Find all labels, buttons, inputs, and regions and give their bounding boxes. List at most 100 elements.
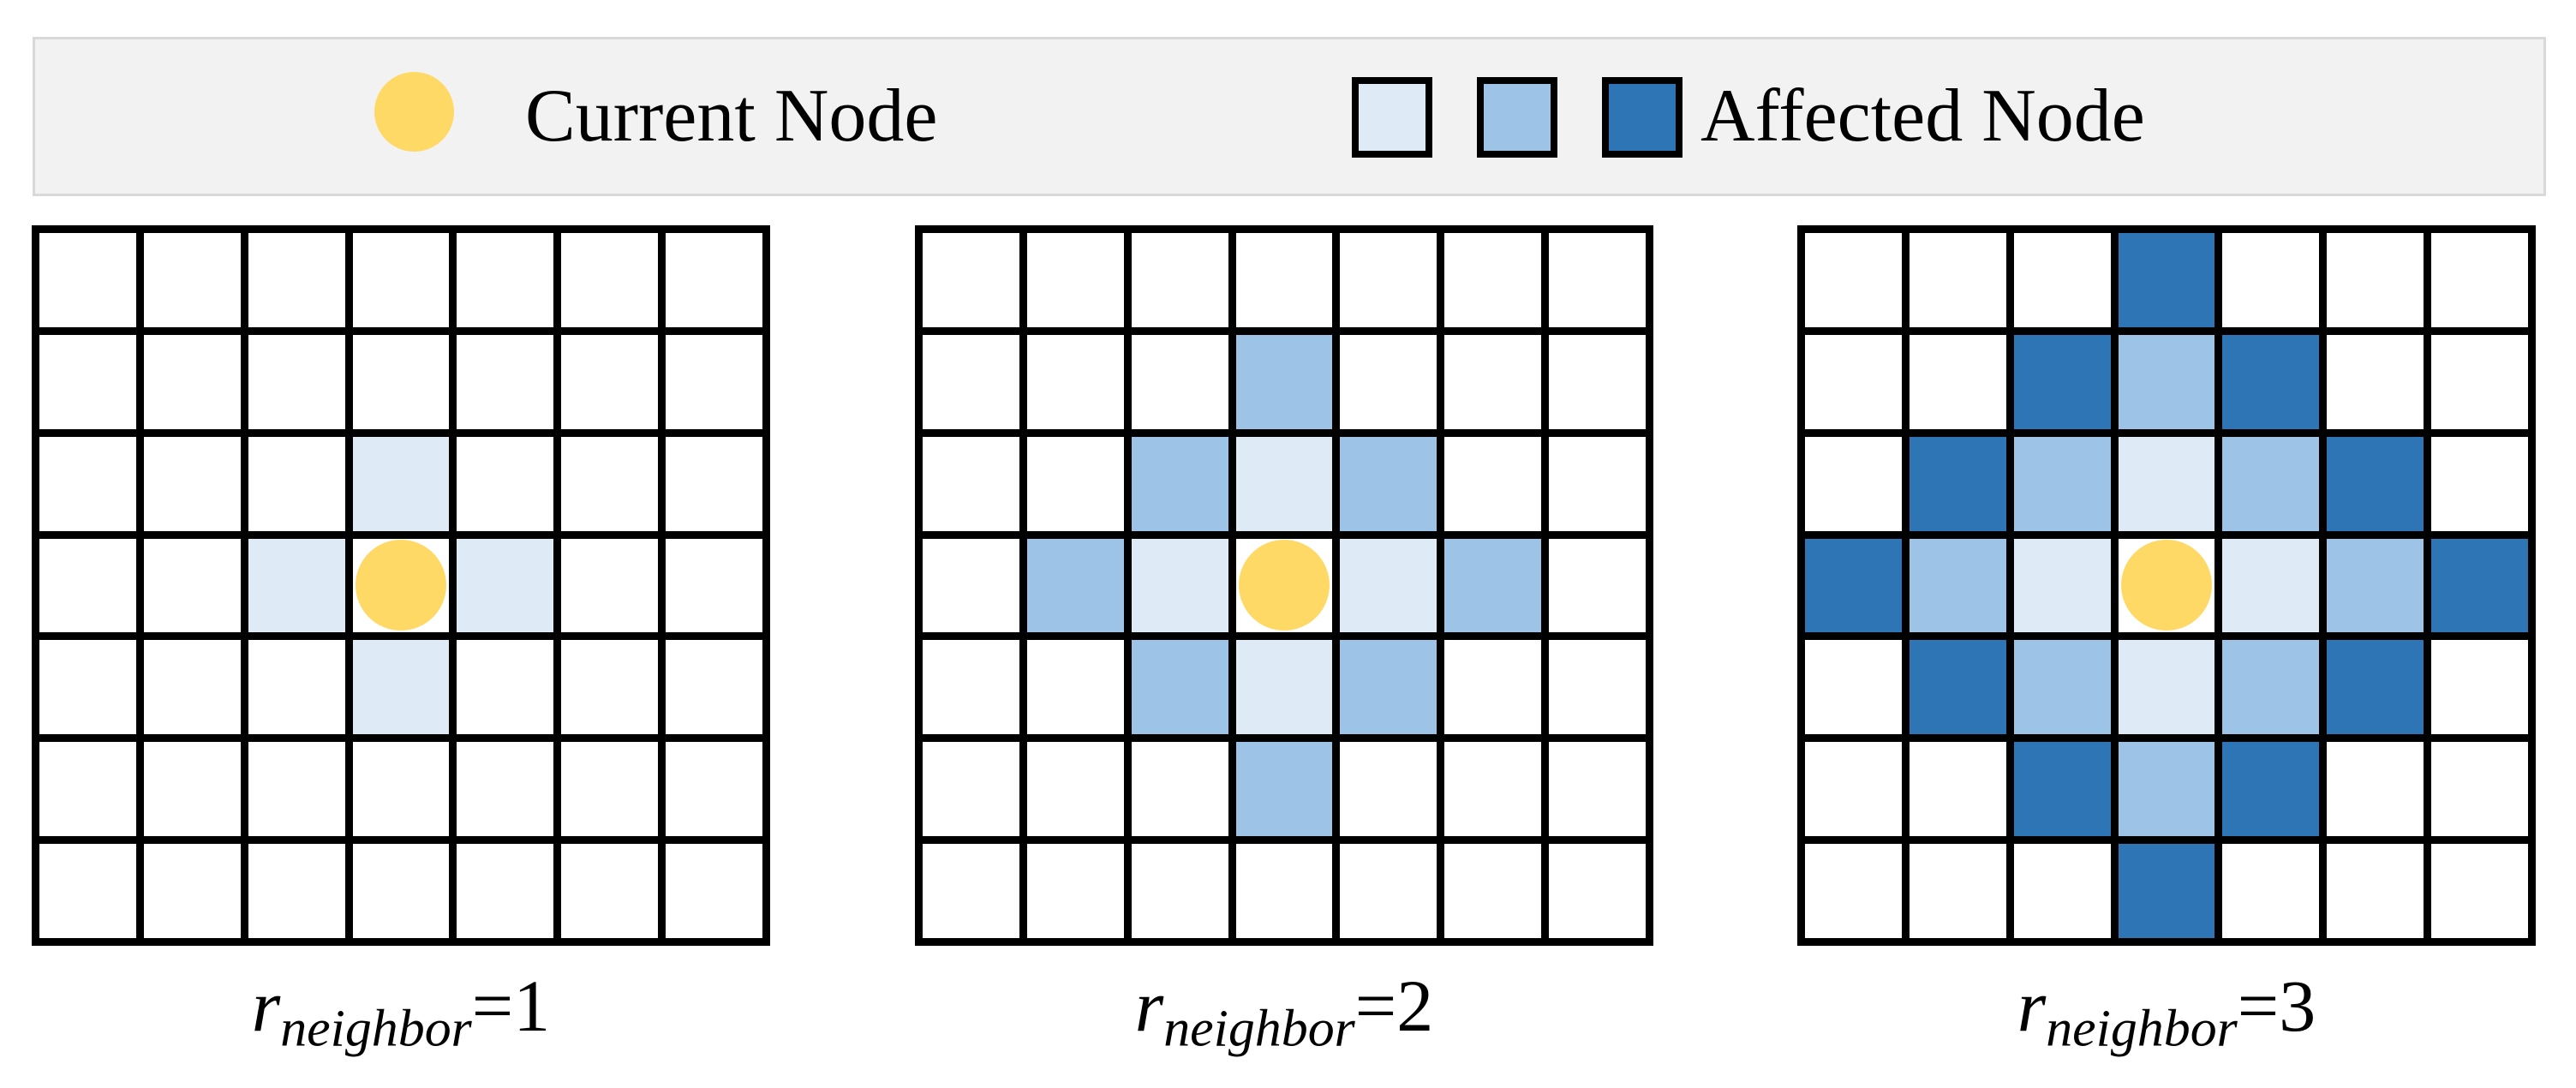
grid-cell — [2013, 436, 2111, 531]
grid-cell — [143, 844, 241, 938]
grid-cell — [2118, 334, 2215, 429]
grid-r-neighbor-3 — [1797, 225, 2536, 946]
grid-cell — [2222, 538, 2320, 633]
current-node-label: Current Node — [525, 75, 938, 158]
grid-cell — [1131, 640, 1228, 735]
grid-cell — [248, 334, 345, 429]
grid-cell — [2013, 334, 2111, 429]
grid-cell — [1026, 233, 1124, 327]
grid-cell — [2327, 334, 2424, 429]
grid-cell — [1805, 538, 1902, 633]
grid-cell — [2222, 436, 2320, 531]
grid-cell — [457, 233, 554, 327]
grid-cell — [143, 742, 241, 837]
grid-cell — [1549, 436, 1646, 531]
grid-cell — [1444, 334, 1542, 429]
grid-cell — [143, 640, 241, 735]
grid-r-neighbor-1 — [32, 225, 770, 946]
grid-cell — [2327, 538, 2424, 633]
grid-cell — [2327, 844, 2424, 938]
grid-cell — [143, 538, 241, 633]
grid-cell — [457, 538, 554, 633]
label-symbol: r — [2017, 965, 2047, 1047]
grid-cell — [1026, 436, 1124, 531]
current-node-circle — [2120, 540, 2212, 631]
grid-cell — [248, 233, 345, 327]
grid-cell — [248, 538, 345, 633]
grid-cell — [1340, 233, 1437, 327]
grid-cell — [923, 844, 1019, 938]
grid-cell — [1909, 233, 2006, 327]
label-subscript: neighbor — [1163, 999, 1355, 1058]
grid-cell — [1909, 640, 2006, 735]
grid-cell — [2222, 640, 2320, 735]
grid-cell — [1026, 538, 1124, 633]
label-value: =2 — [1354, 965, 1434, 1047]
grid-cell — [1549, 742, 1646, 837]
grid-cell — [666, 742, 762, 837]
affected-swatch-light — [1352, 77, 1432, 158]
grid-r-neighbor-2 — [915, 225, 1653, 946]
affected-swatch-medium — [1477, 77, 1557, 158]
grid-cell — [1444, 538, 1542, 633]
grid-cell — [1340, 436, 1437, 531]
grid-cell — [1549, 538, 1646, 633]
label-subscript: neighbor — [2046, 999, 2238, 1058]
grid-cell — [1549, 640, 1646, 735]
grid-cell — [1549, 334, 1646, 429]
grid-cell — [2431, 844, 2528, 938]
grid-cell — [1026, 334, 1124, 429]
panel-label-r3: rneighbor=3 — [1797, 963, 2536, 1055]
current-node-circle — [1238, 540, 1330, 631]
grid-cell — [2222, 844, 2320, 938]
grid-cell — [1340, 334, 1437, 429]
grid-cell — [143, 436, 241, 531]
grid-cell — [1444, 436, 1542, 531]
grid-cell — [1444, 640, 1542, 735]
grid-cell — [1340, 844, 1437, 938]
grid-cell — [666, 334, 762, 429]
legend-bar: Current Node Affected Node — [33, 37, 2546, 196]
grid-cell — [457, 334, 554, 429]
grid-cell — [2013, 538, 2111, 633]
grid-cell — [2118, 538, 2215, 633]
grid-cell — [1549, 844, 1646, 938]
grid-cell — [2222, 233, 2320, 327]
grid-cell — [352, 538, 450, 633]
grid-cell — [2013, 640, 2111, 735]
grid-cell — [143, 334, 241, 429]
affected-node-label: Affected Node — [1700, 75, 2145, 158]
grid-cell — [39, 538, 136, 633]
grid-cell — [1805, 334, 1902, 429]
grid-cell — [561, 742, 659, 837]
grid-cell — [1805, 436, 1902, 531]
grid-cell — [1444, 233, 1542, 327]
grid-cell — [2431, 538, 2528, 633]
grid-cell — [352, 436, 450, 531]
grid-cell — [2431, 233, 2528, 327]
grid-cell — [923, 436, 1019, 531]
grid-cell — [352, 640, 450, 735]
grid-cell — [1131, 233, 1228, 327]
grid-cell — [1235, 334, 1333, 429]
grid-cell — [1549, 233, 1646, 327]
grid-cell — [2013, 844, 2111, 938]
label-symbol: r — [1134, 965, 1164, 1047]
grid-cell — [561, 334, 659, 429]
current-node-marker — [374, 72, 454, 152]
grid-cell — [923, 233, 1019, 327]
grid-cell — [2327, 640, 2424, 735]
grid-cell — [1131, 742, 1228, 837]
grid-cell — [457, 742, 554, 837]
grid-cell — [2222, 334, 2320, 429]
grid-cell — [1131, 538, 1228, 633]
grid-cell — [561, 233, 659, 327]
affected-swatch-dark — [1602, 77, 1682, 158]
grid-cell — [2431, 334, 2528, 429]
grid-cell — [39, 640, 136, 735]
grid-cell — [923, 538, 1019, 633]
grid-cell — [561, 538, 659, 633]
grid-cell — [561, 640, 659, 735]
grid-cell — [1909, 436, 2006, 531]
